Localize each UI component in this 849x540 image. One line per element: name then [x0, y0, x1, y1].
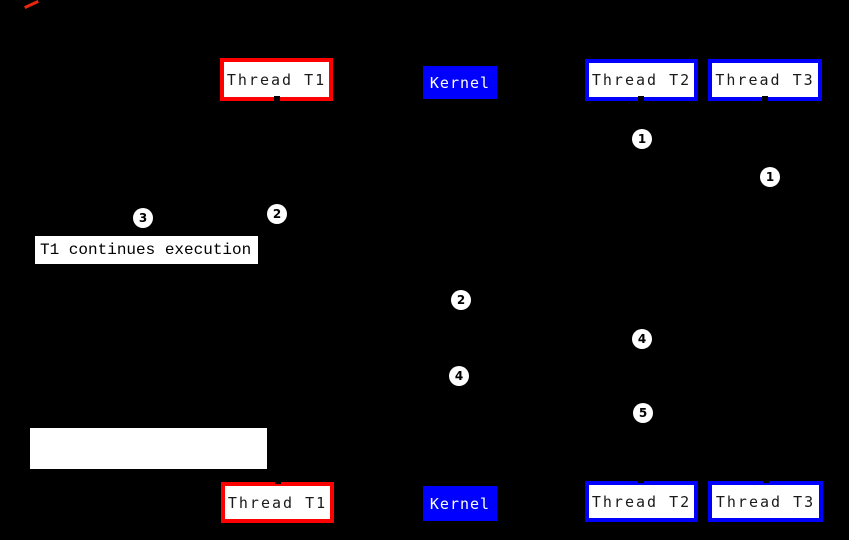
lifeline-tick — [763, 477, 769, 483]
kernel-box-bottom: Kernel — [423, 486, 497, 521]
lifeline-tick — [274, 96, 280, 102]
red-corner-mark — [24, 0, 39, 10]
step-marker-5: 5 — [633, 403, 653, 423]
step-marker-4: 4 — [632, 329, 652, 349]
kernel-box-top: Kernel — [423, 66, 497, 99]
lifeline-tick — [762, 96, 768, 102]
t1-continues-note: T1 continues execution — [35, 236, 258, 264]
lifeline-tick — [638, 96, 644, 102]
step-marker-1: 1 — [760, 167, 780, 187]
step-marker-1: 1 — [632, 129, 652, 149]
thread-t3-box-top: Thread T3 — [708, 59, 822, 101]
lifeline-tick — [275, 478, 281, 484]
step-marker-2: 2 — [451, 290, 471, 310]
step-marker-2: 2 — [267, 204, 287, 224]
thread-t2-box-bottom: Thread T2 — [585, 481, 698, 522]
blank-note-box — [30, 428, 267, 469]
lifeline-tick — [638, 477, 644, 483]
step-marker-4: 4 — [449, 366, 469, 386]
step-marker-3: 3 — [133, 208, 153, 228]
thread-t2-box-top: Thread T2 — [585, 59, 698, 101]
thread-t1-box-top: Thread T1 — [220, 58, 333, 101]
thread-t1-box-bottom: Thread T1 — [221, 482, 334, 523]
thread-t3-box-bottom: Thread T3 — [708, 481, 823, 522]
